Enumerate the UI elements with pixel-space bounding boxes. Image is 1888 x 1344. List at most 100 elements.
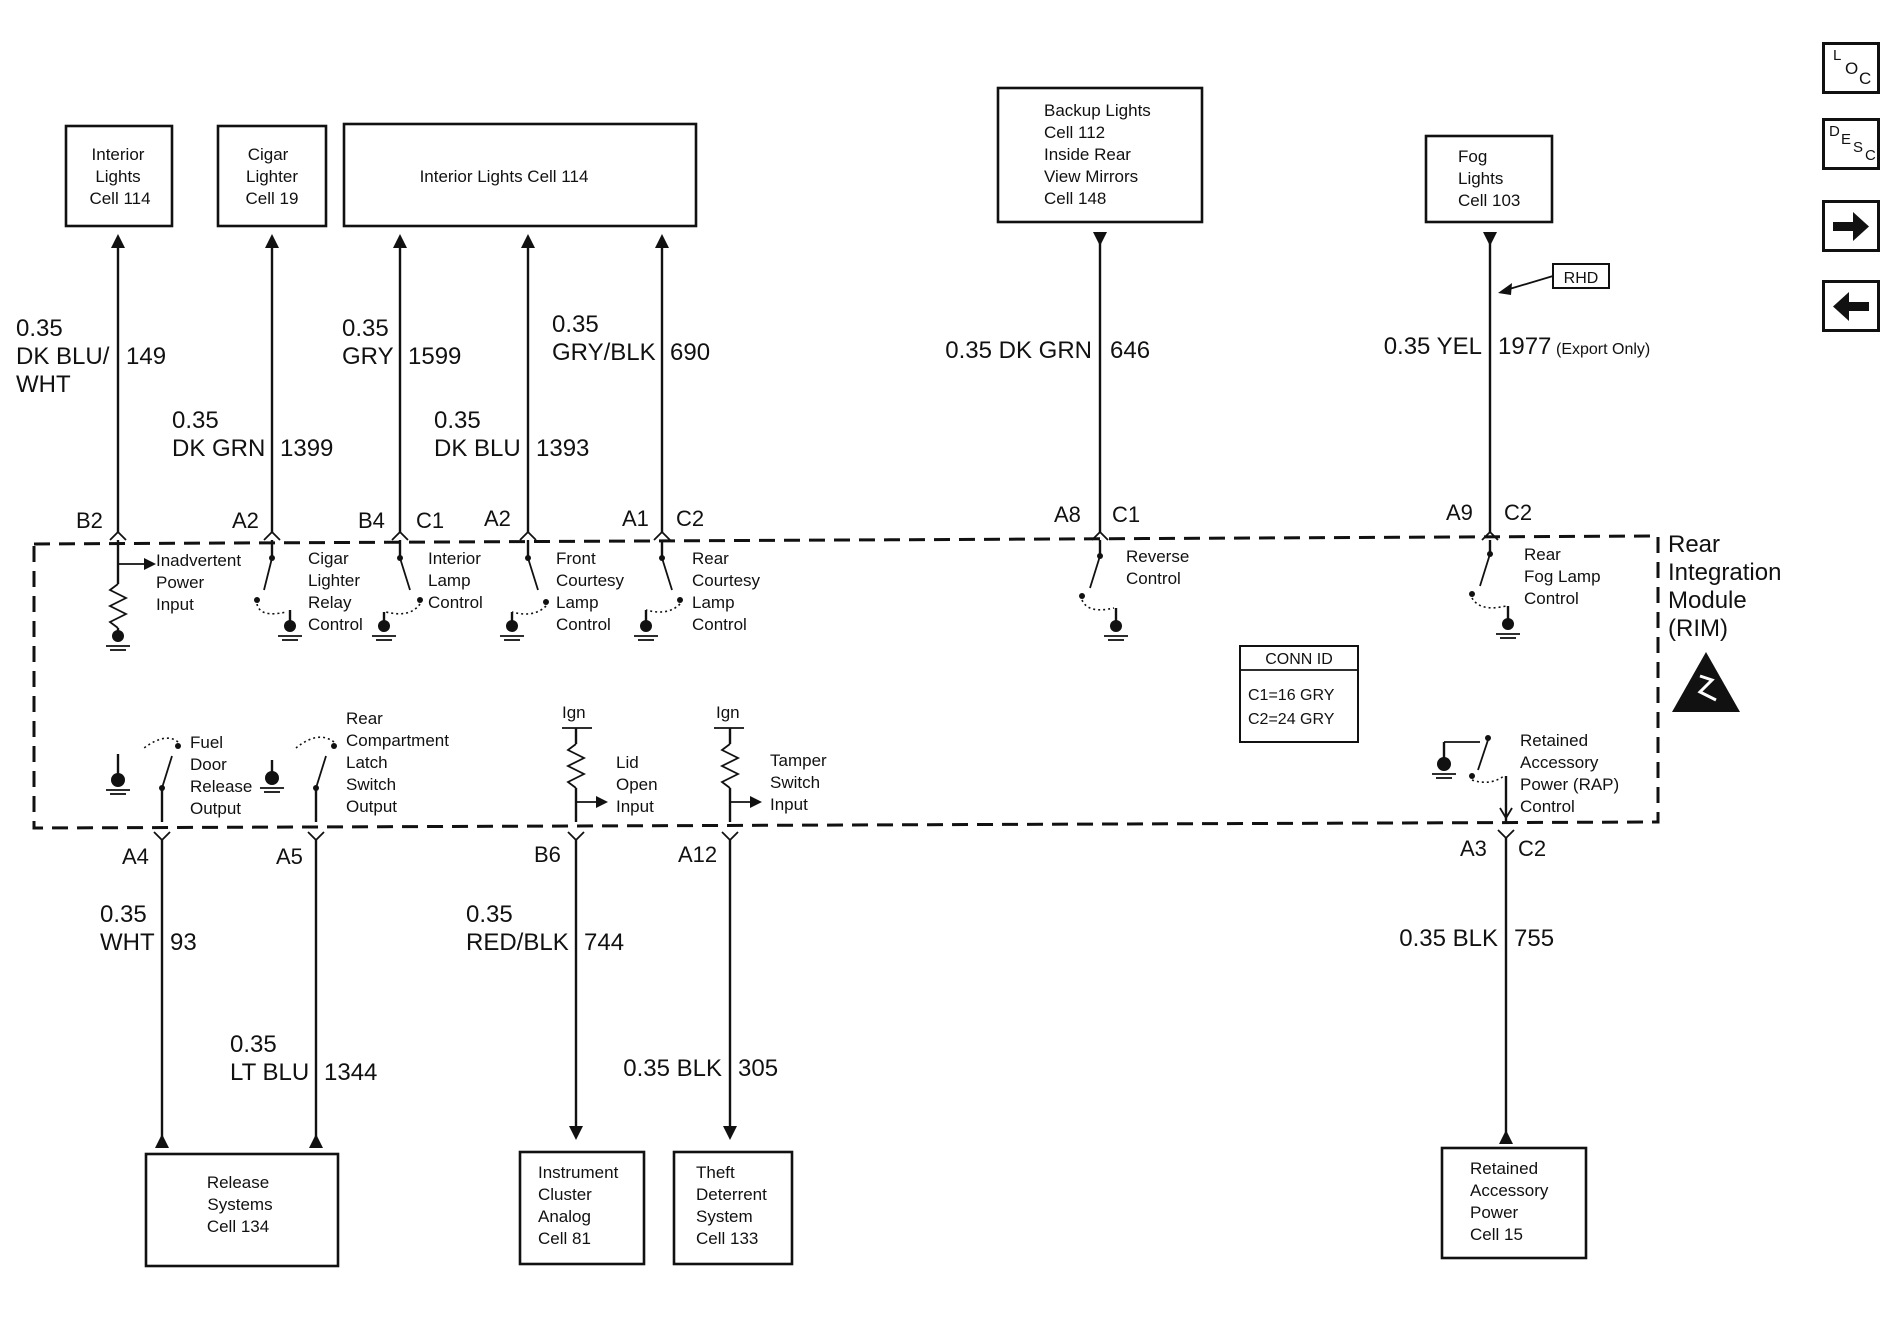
rear-courtesy-lamp-control: Rear Courtesy Lamp Control [634, 540, 761, 641]
svg-text:Open: Open [616, 775, 658, 794]
svg-text:C2: C2 [676, 506, 704, 531]
svg-text:0.35 BLK: 0.35 BLK [623, 1055, 722, 1082]
loc-letter-1: L [1833, 47, 1842, 64]
svg-text:Power: Power [1470, 1203, 1519, 1222]
svg-text:Cell 19: Cell 19 [246, 189, 299, 208]
desc-letter-1: D [1829, 123, 1840, 140]
wire-label-1977: 0.35 YEL 1977 (Export Only) [1384, 333, 1651, 360]
svg-text:Interior: Interior [92, 145, 145, 164]
interior-lamp-control: Interior Lamp Control [372, 540, 483, 641]
wire-label-305: 0.35 BLK 305 [623, 1055, 778, 1082]
rhd-tag: RHD [1498, 263, 1610, 295]
svg-text:A8: A8 [1054, 502, 1081, 527]
svg-text:RED/BLK: RED/BLK [466, 929, 569, 956]
svg-text:1977: 1977 [1498, 333, 1551, 360]
back-button[interactable] [1822, 280, 1880, 332]
connector-chevrons-top [109, 530, 1499, 541]
wire-label-149: 0.35 DK BLU/ WHT 149 [16, 315, 166, 398]
svg-text:A5: A5 [276, 844, 303, 869]
svg-text:Cell 15: Cell 15 [1470, 1225, 1523, 1244]
esd-warning-icon [1672, 652, 1740, 712]
svg-text:305: 305 [738, 1055, 778, 1082]
svg-text:Analog: Analog [538, 1207, 591, 1226]
svg-text:0.35 BLK: 0.35 BLK [1399, 925, 1498, 952]
svg-text:DK BLU: DK BLU [434, 435, 521, 462]
svg-text:Control: Control [692, 615, 747, 634]
svg-text:Lighter: Lighter [246, 167, 298, 186]
box-interior-lights-1: Interior Lights Cell 114 [64, 124, 174, 228]
cigar-lighter-relay-control: Cigar Lighter Relay Control [254, 540, 363, 641]
wire-label-755: 0.35 BLK 755 [1399, 925, 1554, 952]
svg-text:0.35: 0.35 [230, 1031, 277, 1058]
svg-text:Output: Output [346, 797, 397, 816]
svg-text:View Mirrors: View Mirrors [1044, 167, 1138, 186]
svg-text:Fuel: Fuel [190, 733, 223, 752]
svg-text:Cell 134: Cell 134 [207, 1217, 269, 1236]
svg-text:C1: C1 [416, 508, 444, 533]
loc-letter-3: C [1859, 69, 1872, 88]
desc-letter-2: E [1841, 131, 1852, 148]
svg-text:Rear: Rear [692, 549, 729, 568]
svg-text:A12: A12 [678, 842, 717, 867]
svg-text:Inadvertent: Inadvertent [156, 551, 241, 570]
svg-text:WHT: WHT [100, 929, 155, 956]
svg-text:744: 744 [584, 929, 624, 956]
svg-text:Interior Lights Cell 114: Interior Lights Cell 114 [420, 167, 589, 186]
next-button[interactable] [1822, 200, 1880, 252]
svg-text:Control: Control [1126, 569, 1181, 588]
svg-text:LT BLU: LT BLU [230, 1059, 309, 1086]
svg-text:Compartment: Compartment [346, 731, 449, 750]
svg-text:93: 93 [170, 929, 197, 956]
svg-text:Lamp: Lamp [428, 571, 471, 590]
box-release-systems: Release Systems Cell 134 [144, 1152, 340, 1268]
svg-text:646: 646 [1110, 337, 1150, 364]
svg-text:Control: Control [556, 615, 611, 634]
front-courtesy-lamp-control: Front Courtesy Lamp Control [500, 540, 625, 641]
svg-text:Courtesy: Courtesy [692, 571, 761, 590]
svg-text:0.35 YEL: 0.35 YEL [1384, 333, 1482, 360]
svg-text:Fog: Fog [1458, 147, 1487, 166]
svg-text:0.35 DK GRN: 0.35 DK GRN [945, 337, 1092, 364]
svg-text:Relay: Relay [308, 593, 352, 612]
svg-text:Lights: Lights [95, 167, 140, 186]
arrow-right-icon [1833, 212, 1869, 241]
svg-text:A4: A4 [122, 844, 149, 869]
svg-text:Ign: Ign [716, 703, 740, 722]
wire-label-646: 0.35 DK GRN 646 [945, 337, 1150, 364]
svg-text:Module: Module [1668, 587, 1747, 614]
svg-text:GRY: GRY [342, 343, 394, 370]
loc-button[interactable]: L O C [1822, 42, 1880, 94]
svg-text:Release: Release [207, 1173, 269, 1192]
wire-label-93: 0.35 WHT 93 [100, 901, 197, 956]
svg-text:B4: B4 [358, 508, 385, 533]
svg-text:A9: A9 [1446, 500, 1473, 525]
svg-text:C2: C2 [1518, 836, 1546, 861]
box-cigar-lighter: Cigar Lighter Cell 19 [216, 124, 328, 228]
conn-id-box: CONN ID C1=16 GRY C2=24 GRY [1239, 645, 1359, 743]
svg-text:Reverse: Reverse [1126, 547, 1189, 566]
fuel-door-release-output: Fuel Door Release Output [106, 733, 252, 822]
svg-text:B2: B2 [76, 508, 103, 533]
loc-letter-2: O [1845, 59, 1859, 78]
svg-text:B6: B6 [534, 842, 561, 867]
wires-top [111, 232, 1497, 532]
svg-text:0.35: 0.35 [172, 407, 219, 434]
desc-button[interactable]: D E S C [1822, 118, 1880, 170]
wire-label-1393: 0.35 DK BLU 1393 [434, 407, 589, 462]
svg-text:Rear: Rear [346, 709, 383, 728]
svg-text:Cluster: Cluster [538, 1185, 592, 1204]
svg-text:(Export Only): (Export Only) [1556, 341, 1650, 358]
svg-text:C1=16 GRY: C1=16 GRY [1248, 687, 1335, 704]
pin-labels-top: B2 A2 B4 C1 A2 A1 C2 A8 C1 A9 C2 [76, 500, 1532, 533]
desc-letter-3: S [1853, 139, 1864, 156]
svg-text:Latch: Latch [346, 753, 388, 772]
svg-text:Door: Door [190, 755, 227, 774]
rim-module-label: Rear Integration Module (RIM) [1668, 531, 1781, 642]
svg-text:GRY/BLK: GRY/BLK [552, 339, 656, 366]
box-retained-accessory-power: Retained Accessory Power Cell 15 [1440, 1146, 1588, 1260]
svg-text:Control: Control [1524, 589, 1579, 608]
svg-text:Systems: Systems [207, 1195, 272, 1214]
svg-text:Theft: Theft [696, 1163, 735, 1182]
svg-text:755: 755 [1514, 925, 1554, 952]
inadvertent-power-input: Inadvertent Power Input [106, 540, 241, 651]
